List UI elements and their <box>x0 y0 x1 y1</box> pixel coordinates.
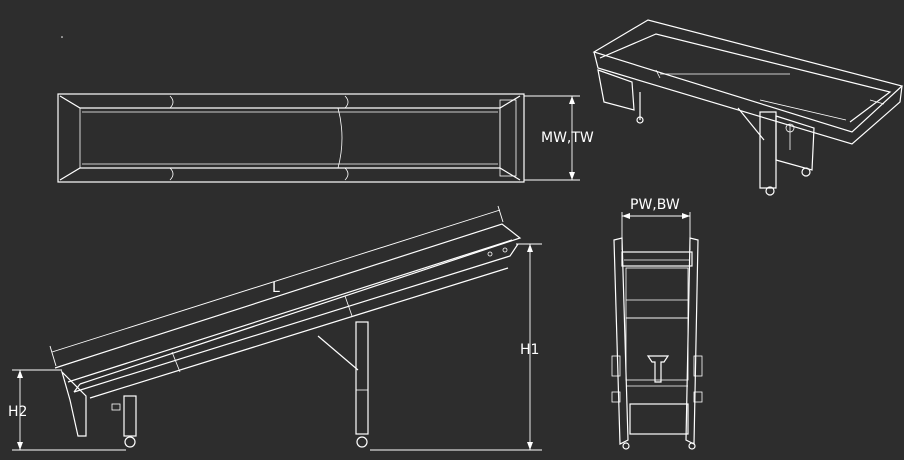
side-view-trough-top <box>54 223 522 385</box>
side-view-bolt-2 <box>502 247 508 253</box>
top-view-lower-edge <box>59 167 521 181</box>
mw-arrow-bottom <box>569 172 575 180</box>
top-view-outer-frame <box>57 93 525 183</box>
mw-arrow-top <box>569 96 575 104</box>
iso-leg-frame <box>775 115 815 171</box>
front-leg <box>355 321 369 435</box>
front-view-lower-panel <box>625 317 689 381</box>
mw-tw-label: MW,TW <box>541 130 594 146</box>
iso-trough-side <box>593 51 903 145</box>
iso-seam-2 <box>655 69 661 79</box>
h2-label: H2 <box>8 404 27 420</box>
front-view-side-bracket-right <box>693 355 703 377</box>
length-dim-ext-2 <box>497 205 504 223</box>
length-dim-ext-1 <box>49 345 57 367</box>
front-view-base-frame <box>629 403 689 435</box>
side-view-tail-edge <box>73 383 81 393</box>
iso-belt-edge <box>759 99 847 121</box>
h1-arrow-bottom <box>527 442 533 450</box>
side-view-hopper <box>60 369 87 437</box>
side-view-belt-line <box>67 239 513 383</box>
top-view-joint-1 <box>169 95 174 181</box>
front-view: PW,BW <box>611 197 703 450</box>
front-view-upper-panel <box>625 267 689 319</box>
iso-front-caster-left <box>765 186 775 196</box>
side-view-bolt-1 <box>487 251 493 257</box>
iso-front-leg <box>759 111 777 189</box>
side-view-joint <box>344 295 353 317</box>
side-view-joint-2 <box>171 351 181 373</box>
top-view-joint-2 <box>344 95 349 181</box>
iso-adjuster-knob <box>785 123 795 133</box>
side-view-frame-bottom <box>89 267 509 399</box>
front-view-side-block-left <box>611 391 621 403</box>
rear-caster <box>124 436 136 448</box>
top-view-upper-edge <box>59 95 521 109</box>
length-dim-line <box>51 209 501 353</box>
iso-head-detail <box>869 99 885 105</box>
front-view-side-block-right <box>693 391 703 403</box>
pw-arrow-right <box>682 213 690 219</box>
front-view-caster-left <box>622 442 630 450</box>
h2-arrow-bottom <box>17 442 23 450</box>
pw-bw-label: PW,BW <box>630 197 680 213</box>
side-view-bracket <box>111 403 121 411</box>
length-label: L <box>272 280 280 296</box>
top-view: MW,TW <box>57 93 594 183</box>
iso-rear-caster <box>636 116 644 124</box>
front-view-side-bracket-left <box>611 355 621 377</box>
front-caster <box>356 436 368 448</box>
h2-arrow-top <box>17 370 23 378</box>
iso-trough-inner <box>599 33 892 123</box>
stray-dot <box>61 36 63 38</box>
side-view-lower-rail <box>73 243 519 393</box>
h1-arrow-top <box>527 244 533 252</box>
rear-leg <box>123 395 137 437</box>
front-view-caster-right <box>688 442 696 450</box>
iso-front-caster-right <box>801 167 811 177</box>
front-view-top-belt <box>621 251 693 267</box>
side-view: L H1 H2 <box>8 205 542 451</box>
front-leg-brace <box>317 335 359 371</box>
top-view-head-pulley <box>499 99 517 177</box>
pw-arrow-left <box>622 213 630 219</box>
iso-leg-brace <box>737 107 765 141</box>
isometric-view <box>592 19 904 196</box>
front-view-adjuster <box>646 355 670 383</box>
top-view-belt-seam <box>337 107 343 169</box>
iso-hopper <box>597 69 635 111</box>
h1-label: H1 <box>520 342 539 358</box>
